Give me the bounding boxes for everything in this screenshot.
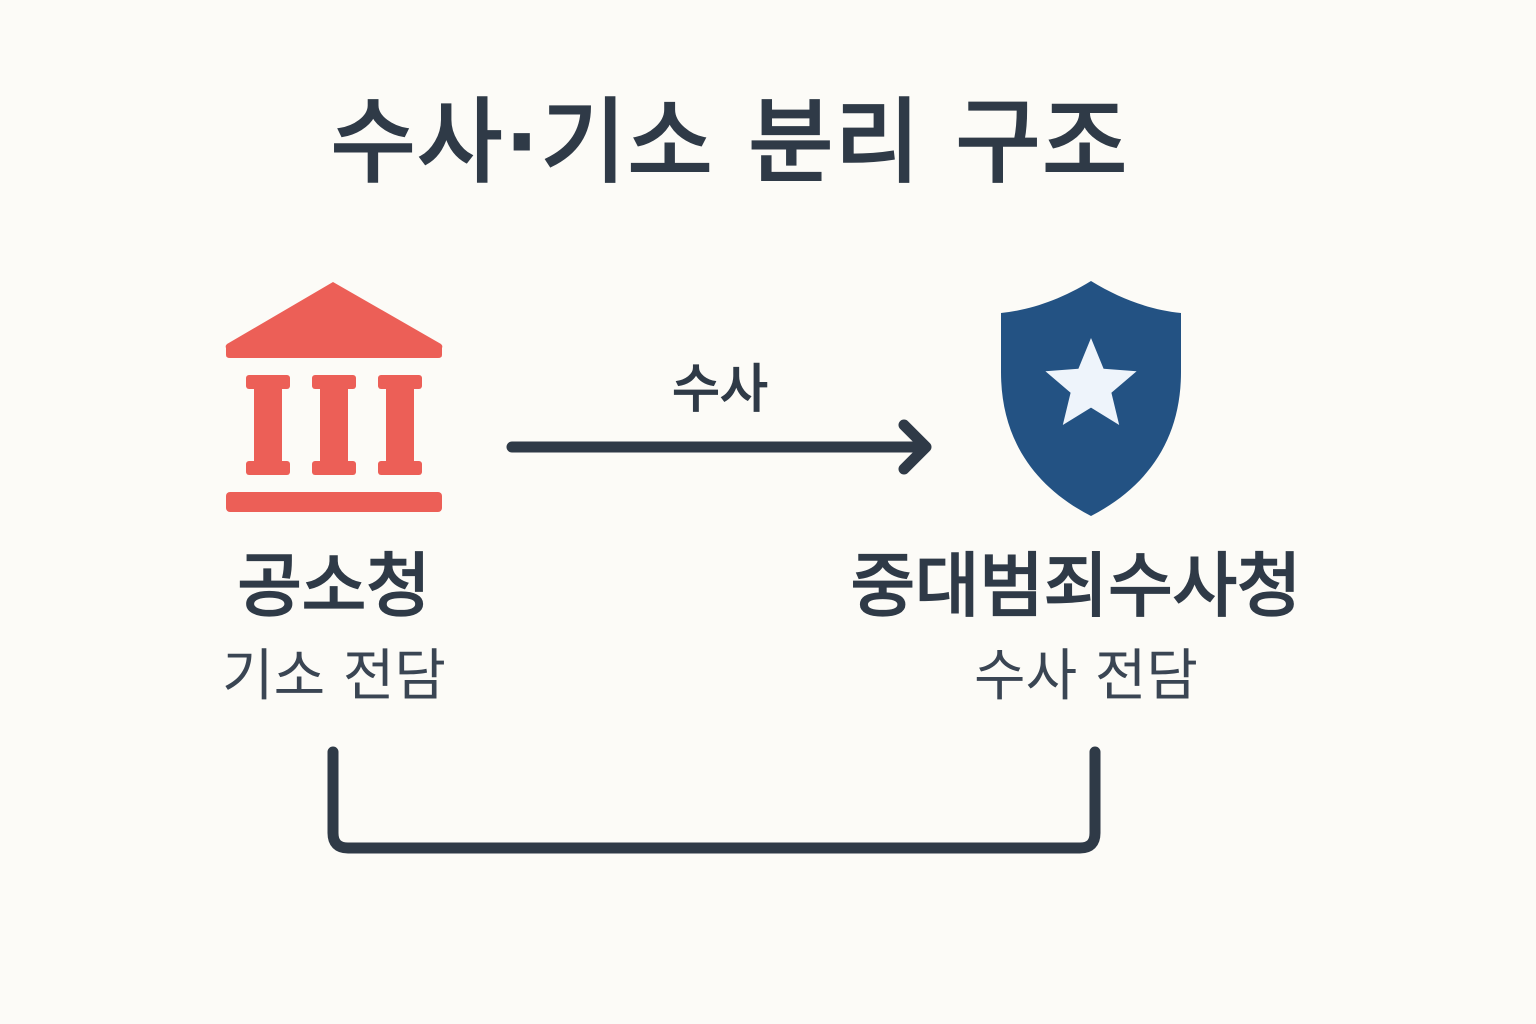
arrow-label: 수사 bbox=[672, 360, 768, 420]
node-role-right: 수사 전담 bbox=[974, 644, 1198, 709]
node-name-right: 중대범죄수사청 bbox=[850, 545, 1302, 627]
node-role-left: 기소 전담 bbox=[222, 644, 446, 709]
page-title: 수사·기소 분리 구조 bbox=[330, 89, 1130, 196]
node-name-left: 공소청 bbox=[237, 545, 431, 627]
courthouse-icon bbox=[225, 282, 443, 512]
arrow-investigation bbox=[506, 419, 932, 475]
shield-star-icon bbox=[1001, 281, 1181, 516]
bracket-connector bbox=[327, 746, 1101, 854]
